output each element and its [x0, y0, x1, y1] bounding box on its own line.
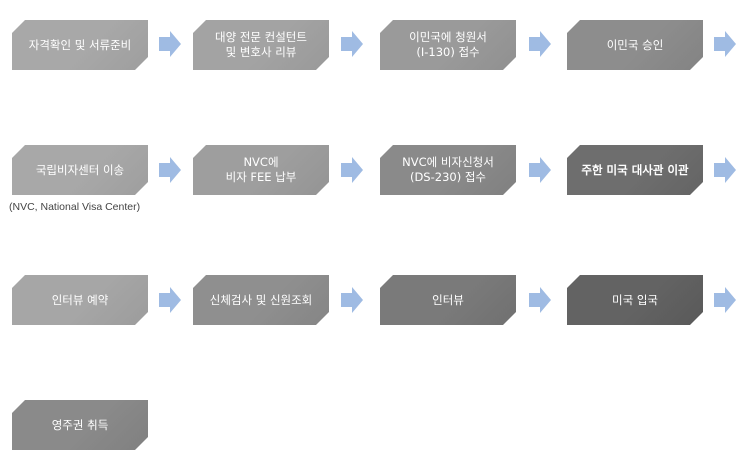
step-label: NVC에 [243, 155, 279, 169]
right-arrow-icon [529, 287, 551, 313]
right-arrow-icon [341, 31, 363, 57]
step-box: 인터뷰 [380, 275, 516, 325]
right-arrow-icon [714, 157, 736, 183]
step-box: 주한 미국 대사관 이관 [567, 145, 703, 195]
step-box: 이민국에 청원서 (I-130) 접수 [380, 20, 516, 70]
step-box: 신체검사 및 신원조회 [193, 275, 329, 325]
step-box: 미국 입국 [567, 275, 703, 325]
step-box: NVC에 비자 FEE 납부 [193, 145, 329, 195]
right-arrow-icon [529, 31, 551, 57]
step-label: 영주권 취득 [51, 417, 109, 432]
right-arrow-icon [159, 31, 181, 57]
step-box: 영주권 취득 [12, 400, 148, 450]
right-arrow-icon [529, 157, 551, 183]
step-label: 미국 입국 [612, 292, 658, 307]
step-label: 이민국 승인 [606, 37, 664, 52]
step-label: 자격확인 및 서류준비 [28, 37, 132, 52]
step-label: (DS-230) 접수 [409, 170, 487, 184]
step-label: 주한 미국 대사관 이관 [581, 162, 689, 177]
nvc-note: (NVC, National Visa Center) [9, 201, 141, 213]
step-box: 자격확인 및 서류준비 [12, 20, 148, 70]
right-arrow-icon [714, 287, 736, 313]
right-arrow-icon [159, 157, 181, 183]
step-box: 대양 전문 컨설턴트 및 변호사 리뷰 [193, 20, 329, 70]
step-label: 대양 전문 컨설턴트 [215, 30, 307, 44]
right-arrow-icon [159, 287, 181, 313]
right-arrow-icon [341, 157, 363, 183]
step-label: 신체검사 및 신원조회 [209, 292, 313, 307]
step-label: 및 변호사 리뷰 [225, 45, 297, 59]
right-arrow-icon [341, 287, 363, 313]
step-label: (I-130) 접수 [416, 45, 480, 59]
step-label: 이민국에 청원서 [409, 30, 487, 44]
step-label: NVC에 비자신청서 [402, 155, 494, 169]
step-box: 국립비자센터 이송 [12, 145, 148, 195]
step-label: 비자 FEE 납부 [225, 170, 297, 184]
step-box: 인터뷰 예약 [12, 275, 148, 325]
step-label: 인터뷰 예약 [51, 292, 109, 307]
step-label: 국립비자센터 이송 [35, 162, 125, 177]
step-box: 이민국 승인 [567, 20, 703, 70]
right-arrow-icon [714, 31, 736, 57]
step-label: 인터뷰 [432, 292, 464, 307]
step-box: NVC에 비자신청서 (DS-230) 접수 [380, 145, 516, 195]
